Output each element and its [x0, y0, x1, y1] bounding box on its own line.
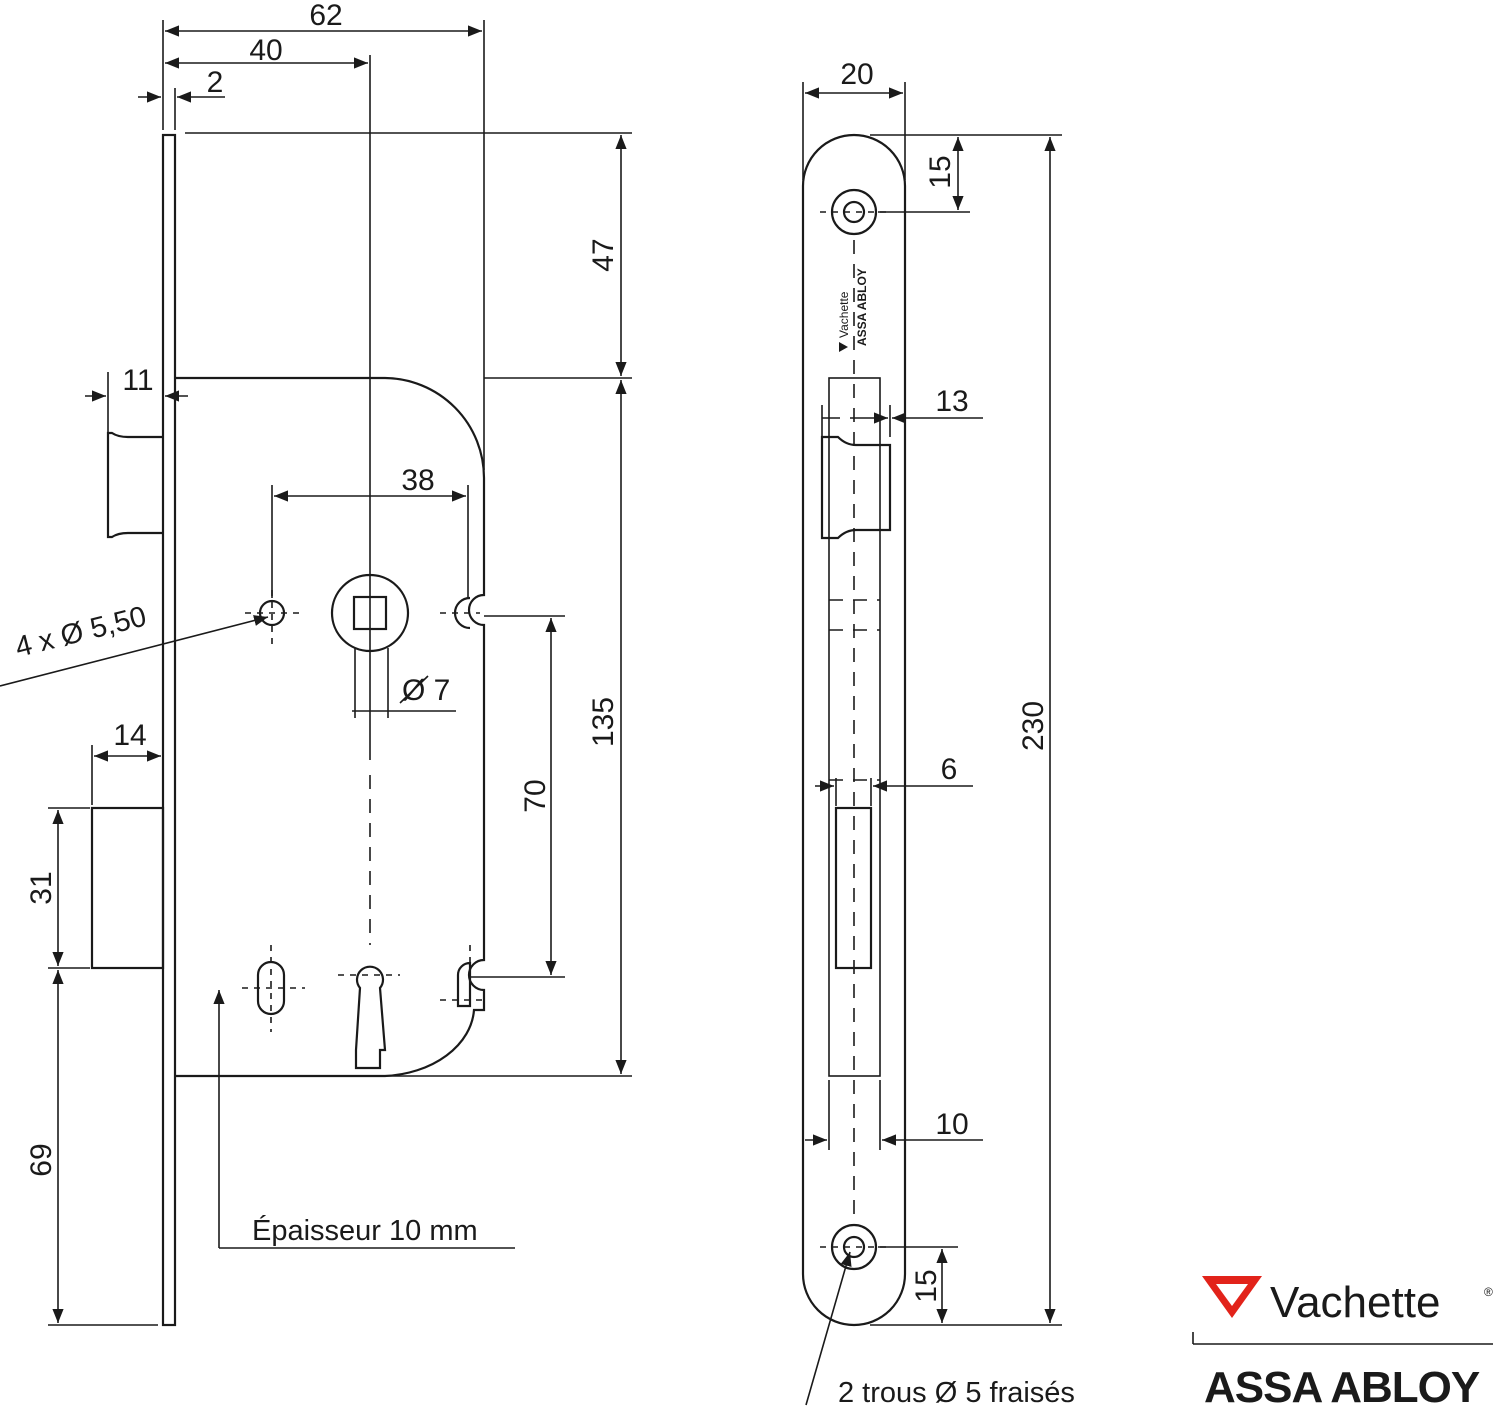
dim-47: 47	[587, 238, 620, 271]
dim-20: 20	[840, 58, 873, 91]
keyhole	[354, 965, 387, 1070]
lock-case-outline	[175, 376, 486, 1078]
dim-31: 31	[25, 871, 58, 904]
dim-38: 38	[401, 464, 434, 497]
dim-14: 14	[113, 719, 146, 752]
faceplate-deadbolt	[834, 806, 873, 970]
dim-6: 6	[941, 753, 958, 786]
faceplate-latch	[820, 435, 892, 540]
faceplate-opening	[828, 377, 881, 1077]
dim-70: 70	[519, 779, 552, 812]
dim-40: 40	[249, 34, 282, 67]
dim-2: 2	[207, 66, 224, 99]
dim-230: 230	[1017, 701, 1050, 751]
faceplate-side	[161, 133, 177, 1327]
logo-group: ASSA ABLOY	[1204, 1363, 1480, 1411]
note-holes: 4 x Ø 5,50	[12, 601, 150, 664]
note-faceplate-holes: 2 trous Ø 5 fraisés	[838, 1377, 1075, 1409]
dim-7: Ø 7	[402, 674, 450, 707]
dim-15-bottom: 15	[910, 1269, 943, 1302]
faceplate-outline	[801, 133, 907, 1327]
logo-registered: ®	[1484, 1285, 1493, 1299]
dim-135: 135	[587, 697, 620, 747]
lock-body-view: 62 40 2 47 135 11 38 70 Ø	[0, 0, 632, 1327]
dim-11: 11	[122, 364, 153, 397]
note-thickness: Épaisseur 10 mm	[252, 1214, 478, 1247]
dead-bolt	[90, 806, 165, 970]
faceplate-branding: Vachette ASSA ABLOY	[837, 268, 869, 352]
faceplate-front-view: Vachette ASSA ABLOY 20 15 13 230	[801, 58, 1075, 1409]
svg-text:ASSA ABLOY: ASSA ABLOY	[855, 268, 869, 346]
dim-62: 62	[309, 0, 342, 32]
vachette-assa-abloy-logo: Vachette ® ASSA ABLOY	[1192, 1276, 1493, 1411]
vachette-mark-icon	[839, 342, 848, 352]
dim-69: 69	[25, 1143, 58, 1176]
dim-10: 10	[935, 1108, 968, 1141]
dim-13: 13	[935, 385, 968, 418]
dim-15-top: 15	[924, 155, 957, 188]
latch-bolt	[106, 431, 163, 539]
svg-text:Vachette: Vachette	[837, 291, 851, 338]
logo-brand: Vachette	[1270, 1278, 1440, 1327]
